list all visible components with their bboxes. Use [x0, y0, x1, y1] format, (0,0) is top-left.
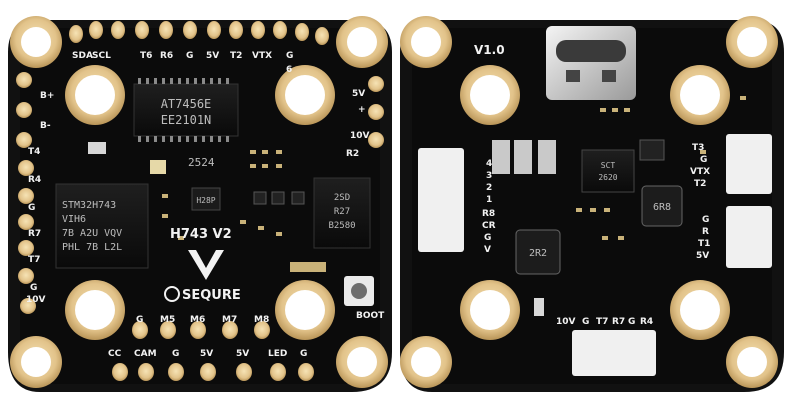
pad-label-5v-right: 5V [352, 89, 365, 99]
pad-label-g-top2: G [286, 51, 293, 61]
pad-label-g-top: G [186, 51, 193, 61]
model-label: H743 V2 [170, 227, 232, 242]
back-board: SCT 2620 6R8 2R2 V1.0 4 3 2 1 R8 CR G [400, 16, 784, 392]
back-silkscreen: V1.0 4 3 2 1 R8 CR G V T3 G VTX T2 G R T… [474, 43, 710, 327]
mounting-hole-corner [400, 16, 778, 388]
baro-chip: 2SD R27 B2580 [313, 177, 371, 249]
back-pad-label-t2: T2 [694, 179, 706, 189]
mcu-line-1: STM32H743 [62, 200, 116, 211]
pad-label-t2: T2 [230, 51, 242, 61]
mcu-line-2: VIH6 [62, 214, 86, 225]
back-pad-label-g-rt: G [700, 155, 707, 165]
mcu-line-4: PHL 7B L2L [62, 242, 122, 253]
back-pad-label-1: 1 [486, 195, 492, 205]
pad-label-scl: SCL [92, 51, 111, 61]
front-silkscreen: SDA SCL T6 R6 G 5V T2 VTX G B+ B- T4 R4 … [26, 51, 385, 359]
front-board: AT7456E EE2101N STM32H743 VIH6 7B A2U VQ… [8, 16, 392, 392]
regulator-line-1: SCT [601, 161, 616, 170]
pad-label-r6: R6 [160, 51, 173, 61]
baro-line-1: 2SD [334, 193, 350, 203]
back-pad-label-vtx: VTX [690, 167, 710, 177]
back-pad-label-g-rb: G [702, 215, 709, 225]
osd-chip-line-2: EE2101N [161, 113, 212, 127]
mounting-hole-corner [10, 16, 388, 388]
back-pad-label-r8: R8 [482, 209, 495, 219]
pad-label-g-bottom: G [172, 349, 179, 359]
pad-label-plus-right: + [358, 105, 366, 115]
pad-label-b-minus: B- [40, 121, 51, 131]
back-pad-label-r7: R7 [612, 317, 625, 327]
pad-label-5v-top: 5V [206, 51, 219, 61]
pad-label-5v-bottom1: 5V [200, 349, 213, 359]
mcu-line-3: 7B A2U VQV [62, 228, 122, 239]
pad-label-m6: M6 [190, 315, 205, 325]
baro-line-3: B2580 [328, 221, 355, 231]
back-pad-label-r: R [702, 227, 709, 237]
pad-label-b-plus: B+ [40, 91, 54, 101]
pad-label-sda: SDA [72, 51, 93, 61]
pad-label-cam: CAM [134, 349, 157, 359]
back-pad-label-g-bottom2: G [628, 317, 635, 327]
inductor-marking-2: 2R2 [529, 248, 547, 259]
back-pad-label-t1: T1 [698, 239, 710, 249]
left-pads [16, 72, 36, 314]
osd-chip: AT7456E EE2101N [133, 78, 239, 142]
baro-line-2: R27 [334, 207, 350, 217]
pad-label-r4: R4 [28, 175, 41, 185]
back-pad-label-4: 4 [486, 159, 492, 169]
mounting-hole-inner [460, 65, 730, 340]
pad-label-m5: M5 [160, 315, 175, 325]
pad-label-t4: T4 [28, 147, 40, 157]
jst-connectors [418, 134, 772, 376]
pad-label-vtx: VTX [252, 51, 272, 61]
top-pads [69, 21, 329, 45]
regulator-line-2: 2620 [598, 173, 617, 182]
back-pad-label-5v: 5V [696, 251, 709, 261]
bottom-pads [112, 321, 314, 381]
back-pad-label-g: G [484, 233, 491, 243]
pad-label-r2: R2 [346, 149, 359, 159]
inductor-marking-1: 6R8 [653, 202, 671, 213]
osd-chip-line-1: AT7456E [161, 97, 212, 111]
pad-label-led: LED [268, 349, 287, 359]
back-pad-label-3: 3 [486, 171, 492, 181]
pad-label-cc: CC [108, 349, 122, 359]
back-components: SCT 2620 6R8 2R2 [492, 96, 746, 316]
pad-label-t6: T6 [140, 51, 152, 61]
tiny-chip-marking: H28P [196, 196, 215, 205]
pad-label-10v-right: 10V [350, 131, 370, 141]
pad-label-r7: R7 [28, 229, 41, 239]
pad-label-g-motor: G [136, 315, 143, 325]
mcu-chip: STM32H743 VIH6 7B A2U VQV PHL 7B L2L [55, 183, 149, 269]
mounting-hole-inner [65, 65, 335, 340]
pad-label-6: 6 [286, 65, 292, 75]
back-pad-label-cr: CR [482, 221, 496, 231]
brand-label: SEQURE [182, 288, 241, 303]
small-chip-marking: 2524 [188, 156, 215, 169]
pad-label-g-left: G [28, 203, 35, 213]
version-label: V1.0 [474, 43, 505, 57]
back-pad-label-10v: 10V [556, 317, 576, 327]
pad-label-m8: M8 [254, 315, 269, 325]
back-pad-label-2: 2 [486, 183, 492, 193]
back-pad-label-r4: R4 [640, 317, 653, 327]
right-pads [368, 76, 384, 148]
back-pad-label-v: V [484, 245, 491, 255]
passive-components: H28P 2524 [88, 142, 374, 306]
pad-label-g-left2: G [30, 283, 37, 293]
back-pad-label-g-bottom: G [582, 317, 589, 327]
pad-label-10v-left: 10V [26, 295, 46, 305]
boot-label: BOOT [356, 311, 385, 321]
pad-label-5v-bottom2: 5V [236, 349, 249, 359]
back-pad-label-t3: T3 [692, 143, 704, 153]
pad-label-g-bottom2: G [300, 349, 307, 359]
pad-label-t7: T7 [28, 255, 40, 265]
usb-c-port [546, 26, 636, 100]
sequre-logo: SEQURE H743 V2 [164, 227, 241, 303]
back-pad-label-t7: T7 [596, 317, 608, 327]
pad-label-m7: M7 [222, 315, 237, 325]
